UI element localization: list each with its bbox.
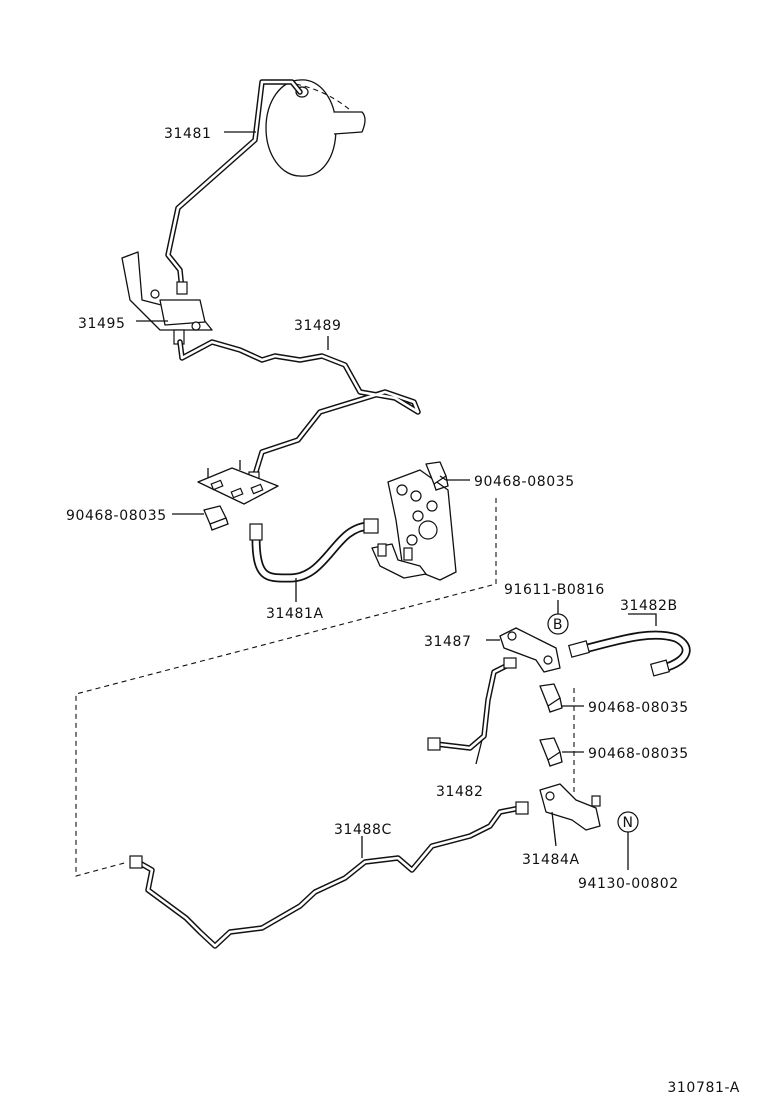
label-clip-left: 90468-08035 xyxy=(66,508,167,524)
clip-90468-right-2 xyxy=(539,683,563,713)
label-clip-right-3: 90468-08035 xyxy=(588,746,689,762)
clip-90468-left xyxy=(203,505,229,531)
bracket-31487 xyxy=(499,627,561,673)
nut-marker-n: N xyxy=(617,811,639,870)
floor-mount-plate xyxy=(197,460,279,505)
brake-pipe-31489 xyxy=(177,339,421,485)
label-31481: 31481 xyxy=(164,126,212,142)
clip-90468-right-3 xyxy=(539,737,563,767)
label-31495: 31495 xyxy=(78,316,126,332)
label-31482: 31482 xyxy=(436,784,484,800)
valve-bracket-31495 xyxy=(121,251,213,345)
clip-90468-right-1 xyxy=(425,461,449,491)
brake-pipe-31488C xyxy=(129,801,529,949)
brake-hose-31482B xyxy=(568,630,691,677)
label-31488C: 31488C xyxy=(334,822,392,838)
dashed-connection-lines xyxy=(75,498,575,877)
brake-pipe-31482 xyxy=(427,657,517,751)
brake-pipe-31481 xyxy=(165,79,303,295)
nut-marker-letter: N xyxy=(622,815,633,831)
part-labels: 31481 31495 31489 90468-08035 90468-0803… xyxy=(66,126,740,1096)
brake-booster-assembly xyxy=(265,79,366,177)
label-31487: 31487 xyxy=(424,634,472,650)
bolt-marker-b: B xyxy=(547,600,569,635)
figure-code: 310781-A xyxy=(667,1080,740,1096)
label-91611: 91611-B0816 xyxy=(504,582,605,598)
brake-hose-31481A xyxy=(249,518,379,583)
label-31481A: 31481A xyxy=(266,606,324,622)
label-31489: 31489 xyxy=(294,318,342,334)
leader-lines xyxy=(136,131,657,858)
label-31482B: 31482B xyxy=(620,598,678,614)
label-31484A: 31484A xyxy=(522,852,580,868)
label-94130: 94130-00802 xyxy=(578,876,679,892)
bracket-31484A xyxy=(539,783,601,831)
bolt-marker-letter: B xyxy=(553,617,563,633)
label-clip-right-1: 90468-08035 xyxy=(474,474,575,490)
hose-mount-bracket xyxy=(371,469,457,581)
label-clip-right-2: 90468-08035 xyxy=(588,700,689,716)
